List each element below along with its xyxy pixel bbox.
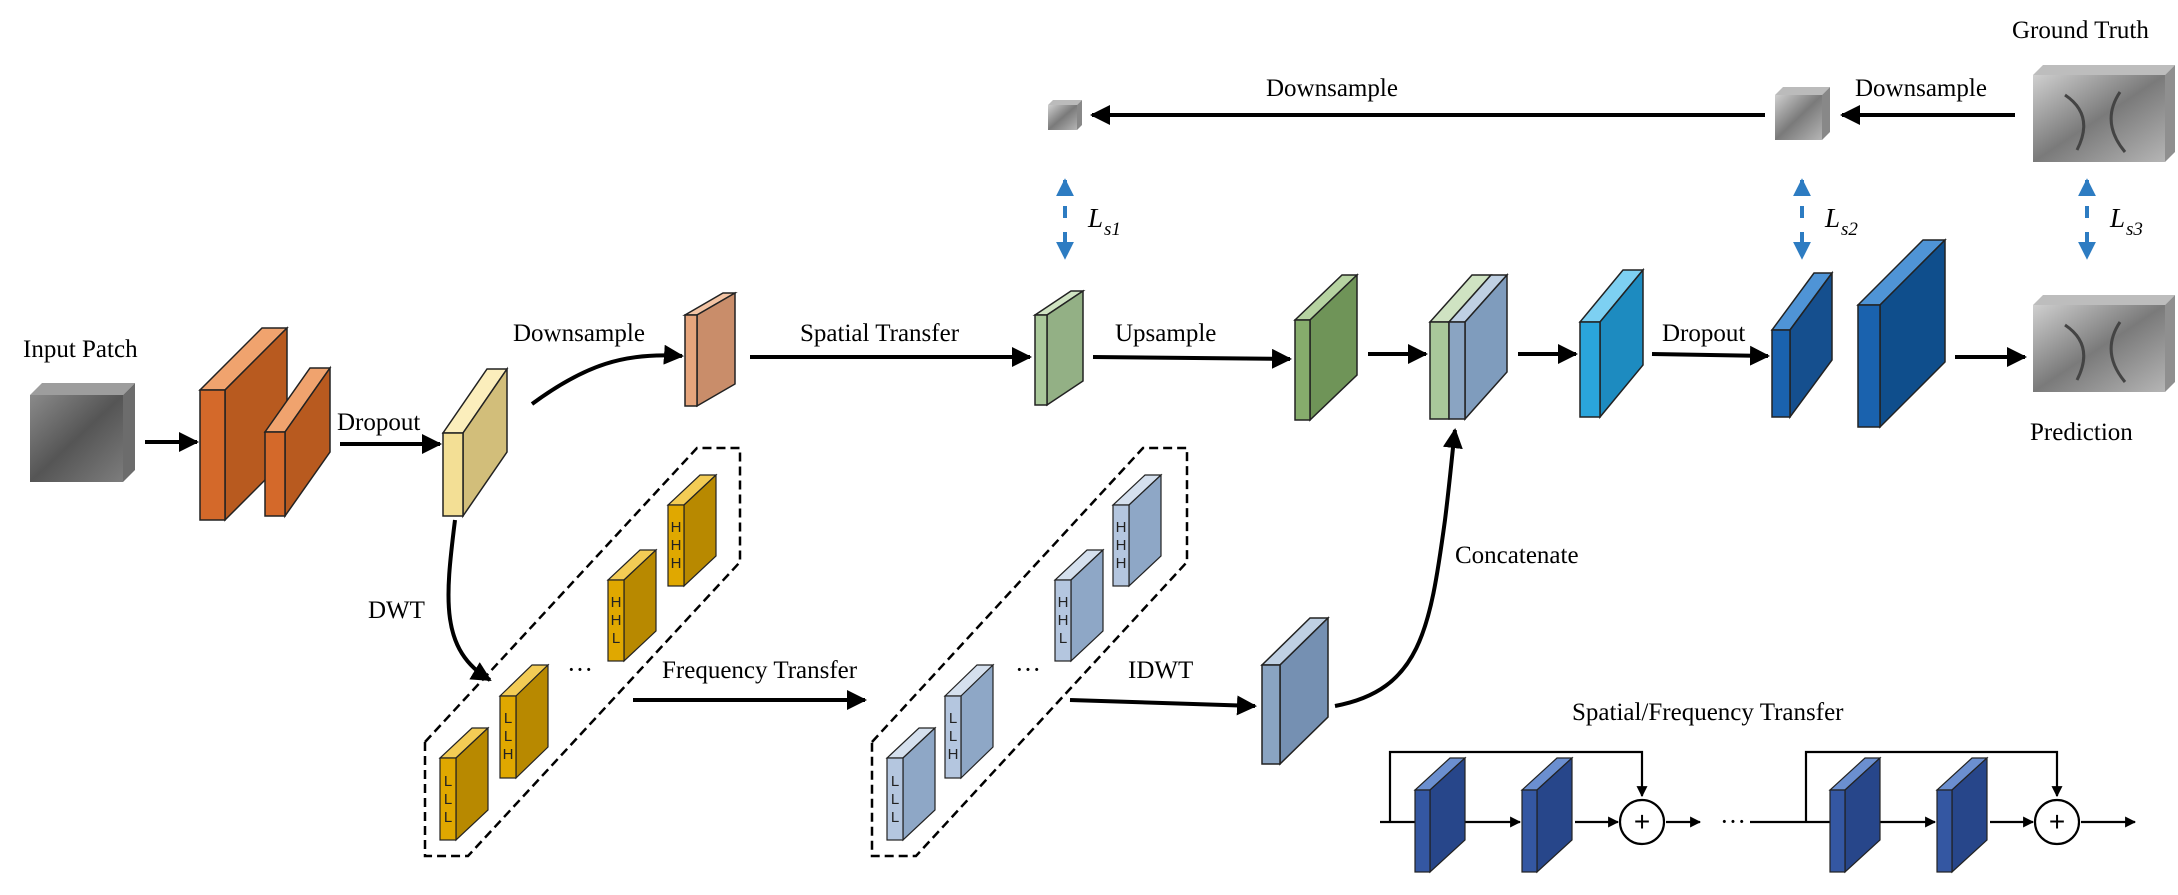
loss-label-s2: L s2 (1824, 203, 1858, 240)
dropout-label-2: Dropout (1662, 320, 1745, 347)
plus-node-1: + (1618, 798, 1666, 846)
transfer-module-title: Spatial/Frequency Transfer (1572, 699, 1844, 726)
arrow-idwt (1069, 695, 1257, 716)
transfer-module-diagram: + + ··· (1380, 750, 2137, 874)
arrow-dropout-2 (1651, 345, 1770, 366)
dropout-label-1: Dropout (337, 409, 420, 436)
dropout-feature-block (441, 366, 509, 519)
ground-truth-label: Ground Truth (2012, 17, 2149, 44)
ground-truth-image (2033, 65, 2175, 162)
spatial-transfer-block (1032, 289, 1086, 407)
concatenated-block (1428, 273, 1509, 421)
frequency-transfer-label: Frequency Transfer (662, 657, 858, 684)
svg-text:s1: s1 (1104, 219, 1121, 240)
gt-downsample-label: Downsample (1855, 75, 1987, 102)
decoder-conv-block (1578, 267, 1645, 420)
svg-text:s2: s2 (1841, 219, 1858, 240)
svg-text:L: L (2109, 203, 2125, 233)
long-downsample-label: Downsample (1266, 75, 1398, 102)
svg-text:s3: s3 (2126, 219, 2143, 240)
svg-text:L: L (1824, 203, 1840, 233)
arrow-upsample (1092, 348, 1292, 369)
subband-ellipsis: ··· (567, 655, 593, 684)
idwt-output-block (1260, 616, 1330, 766)
prediction-label: Prediction (2030, 419, 2133, 446)
spatial-transfer-label: Spatial Transfer (800, 320, 960, 347)
concatenate-label: Concatenate (1455, 542, 1579, 569)
prediction-image (2033, 295, 2175, 392)
input-patch-label: Input Patch (23, 336, 138, 363)
arrow-downsample-curve (530, 344, 684, 406)
output-conv-block-1 (1770, 270, 1834, 420)
dwt-label: DWT (368, 597, 425, 624)
output-conv-block-2 (1856, 238, 1947, 429)
subband-ellipsis: ··· (1015, 655, 1041, 684)
arrow-dwt-curve (446, 519, 492, 682)
svg-text:L: L (1087, 203, 1103, 233)
loss-label-s3: L s3 (2109, 203, 2143, 240)
downsampled-gt-small (1048, 100, 1082, 130)
plus-symbol: + (2049, 806, 2065, 837)
upsampled-block (1293, 273, 1359, 422)
encoder-conv-block-2 (263, 365, 332, 519)
downsample-label: Downsample (513, 320, 645, 347)
plus-symbol: + (1634, 806, 1650, 837)
idwt-label: IDWT (1128, 657, 1193, 684)
downsampled-gt-medium (1775, 87, 1830, 140)
upsample-label: Upsample (1115, 320, 1216, 347)
arrow-concatenate-curve (1334, 428, 1463, 708)
input-patch-image (30, 383, 135, 482)
module-ellipsis: ··· (1720, 807, 1746, 836)
downsampled-feature-block (682, 291, 738, 408)
loss-label-s1: L s1 (1087, 203, 1121, 240)
plus-node-2: + (2033, 798, 2081, 846)
